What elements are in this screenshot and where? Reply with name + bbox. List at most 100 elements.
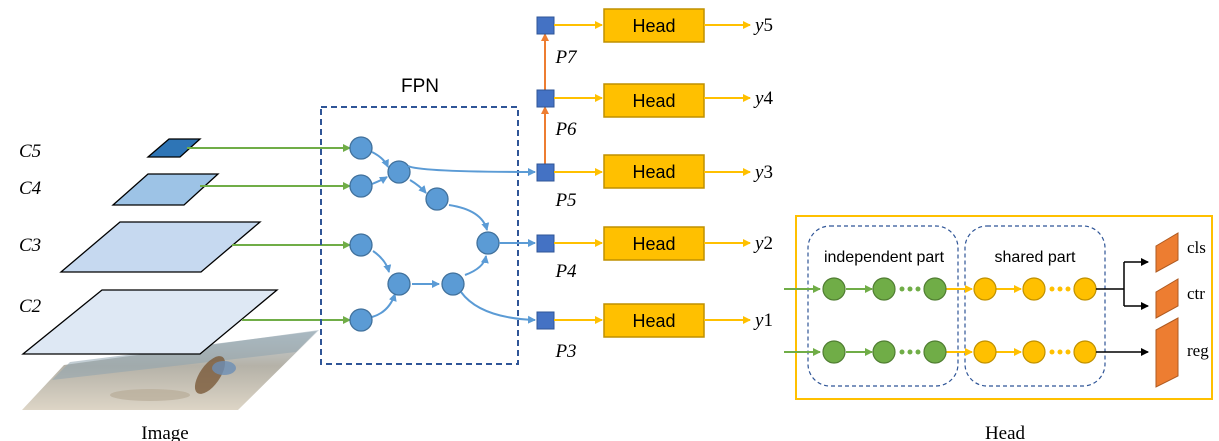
output-index: 5: [763, 15, 773, 36]
green-node: [923, 277, 947, 301]
fpn-edge: [371, 151, 389, 168]
shared-part-box: [964, 225, 1106, 387]
fpn: FPN: [320, 76, 519, 365]
head-detail-caption: Head: [985, 423, 1026, 441]
fpn-label: FPN: [401, 76, 439, 97]
input-image: Image: [22, 330, 319, 441]
label-c5: C5: [19, 141, 41, 162]
head-box-label: Head: [632, 311, 675, 331]
photo-kite: [212, 361, 236, 375]
ellipsis-dot: [1057, 349, 1063, 355]
cls-output-box: [1155, 232, 1179, 273]
fpn-to-p5: [407, 165, 536, 176]
fpn-output-connections: [407, 165, 536, 324]
output-y4: y4: [753, 88, 773, 109]
label-p4: P4: [554, 261, 577, 282]
ellipsis-dot: [915, 349, 921, 355]
feature-map-c2: [21, 289, 279, 355]
independent-part-box: [807, 225, 959, 387]
fpn-node: [441, 272, 465, 296]
head-box-label: Head: [632, 234, 675, 254]
output-y2: y2: [753, 233, 773, 254]
fpn-node: [349, 174, 373, 198]
ellipsis-dot: [1057, 286, 1063, 292]
ellipsis-dot: [915, 286, 921, 292]
pyramid-labels: P7 P6 P5 P4 P3: [554, 47, 578, 362]
output-index: 3: [763, 162, 773, 183]
fpn-edge: [371, 176, 388, 185]
fpn-node: [349, 136, 373, 160]
output-index: 4: [763, 88, 773, 109]
fpn-node: [387, 160, 411, 184]
fpn-to-p3: [460, 291, 536, 324]
fpn-node: [425, 187, 449, 211]
label-p6: P6: [554, 119, 577, 140]
ellipsis-dot: [899, 349, 905, 355]
head-box: [603, 83, 705, 118]
pyramid-node-p4: [536, 234, 555, 253]
pyramid-node-p6: [536, 89, 555, 108]
head-row-p6: Head y4: [554, 83, 773, 118]
yellow-node: [973, 277, 997, 301]
yellow-node: [1022, 340, 1046, 364]
yellow-node: [973, 340, 997, 364]
head-row-p4: Head y2: [554, 226, 773, 261]
photo-sand-shadow: [110, 389, 190, 401]
reg-output-box: [1155, 317, 1179, 388]
output-var: y: [753, 233, 764, 254]
feature-map-c5: [146, 138, 202, 158]
feature-map-c4: [111, 173, 220, 206]
output-var: y: [753, 88, 764, 109]
fpn-edge: [448, 204, 490, 231]
fpn-node: [387, 272, 411, 296]
label-p5: P5: [554, 190, 576, 211]
label-c4: C4: [19, 178, 42, 199]
pyramid-node-p7: [536, 16, 555, 35]
fpn-nodes: [349, 136, 500, 332]
fpn-edges: [371, 151, 490, 318]
heads: Head y5 Head y4 Head y3 Head y2: [554, 8, 773, 338]
head-row-p5: Head y3: [554, 154, 773, 189]
head-box-label: Head: [632, 91, 675, 111]
output-y1: y1: [753, 310, 773, 331]
reg-label: reg: [1187, 341, 1209, 360]
fpn-edge: [372, 250, 392, 273]
head-box: [603, 8, 705, 43]
output-var: y: [753, 15, 764, 36]
label-p7: P7: [554, 47, 578, 68]
yellow-node: [1073, 277, 1097, 301]
image-caption: Image: [141, 423, 188, 441]
fpn-node: [476, 231, 500, 255]
label-p3: P3: [554, 341, 576, 362]
ellipsis-dot: [907, 349, 913, 355]
head-detail: independent part shared part: [784, 215, 1213, 441]
ellipsis-dot: [1065, 286, 1071, 292]
fpn-edge: [464, 255, 489, 276]
ellipsis-dot: [907, 286, 913, 292]
ellipsis-dot: [1065, 349, 1071, 355]
pyramid-node-p3: [536, 311, 555, 330]
ellipsis-dot: [1049, 349, 1055, 355]
output-index: 1: [763, 310, 773, 331]
pyramid-nodes: [536, 16, 555, 330]
green-node: [822, 277, 846, 301]
fpn-box: [320, 106, 519, 365]
green-node: [923, 340, 947, 364]
green-node: [822, 340, 846, 364]
ellipsis-dot: [1049, 286, 1055, 292]
output-var: y: [753, 162, 764, 183]
photo-sea: [52, 331, 317, 380]
branch-bottom: [822, 340, 1097, 364]
output-index: 2: [763, 233, 773, 254]
head-box: [603, 303, 705, 338]
label-c3: C3: [19, 235, 41, 256]
fpn-edge: [409, 179, 427, 194]
label-c2: C2: [19, 296, 42, 317]
cls-label: cls: [1187, 238, 1206, 257]
head-output-connectors: [1096, 258, 1149, 356]
output-y5: y5: [753, 15, 773, 36]
fpn-node: [349, 308, 373, 332]
head-row-p7: Head y5: [554, 8, 773, 43]
head-box-label: Head: [632, 16, 675, 36]
